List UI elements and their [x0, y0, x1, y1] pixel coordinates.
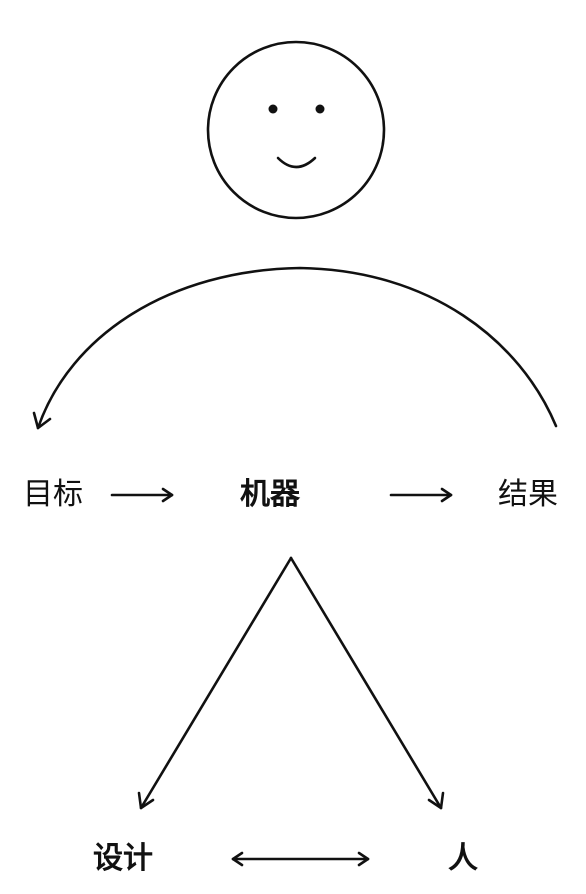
node-design: 设计	[93, 841, 153, 876]
branch-right-arrowhead	[427, 791, 445, 810]
branch-right	[289, 556, 443, 810]
node-human: 人	[448, 841, 478, 876]
node-machine: 机器	[240, 477, 300, 512]
arrow-goal-to-machine	[110, 487, 174, 503]
face-outline	[206, 40, 386, 220]
branch-arrows	[137, 556, 445, 810]
feedback-arc	[32, 266, 558, 430]
face-smile	[276, 156, 317, 169]
arrow-machine-to-result	[389, 487, 453, 503]
node-result: 结果	[498, 477, 558, 512]
branch-left-arrowhead	[137, 791, 155, 810]
face-left-eye	[268, 104, 278, 114]
feedback-arc-curve	[36, 266, 558, 430]
node-goal: 目标	[23, 477, 83, 512]
face-right-eye	[315, 104, 325, 114]
branch-left	[139, 556, 293, 810]
arrow-design-human	[231, 851, 370, 867]
feedback-arc-arrowhead	[32, 411, 52, 430]
smiley-face-icon	[206, 40, 386, 220]
